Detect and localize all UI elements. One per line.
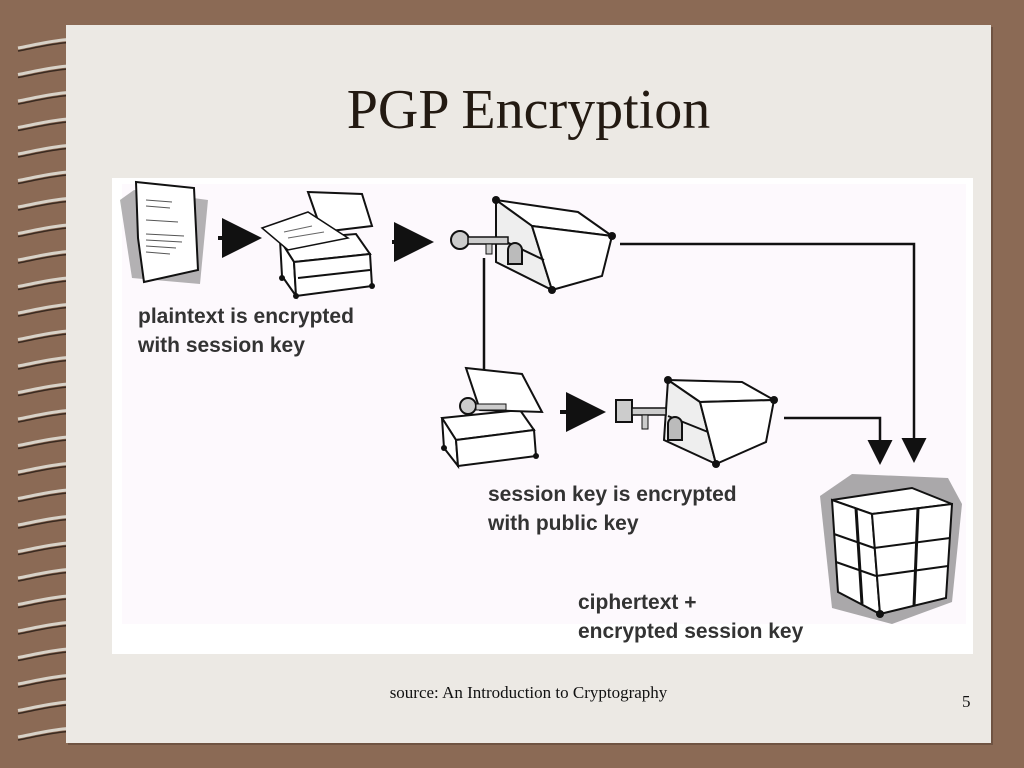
locked-chest-icon — [492, 196, 616, 294]
connector-line — [620, 242, 927, 463]
result-caption: ciphertext + encrypted session key — [578, 588, 803, 646]
step1-caption-line1: plaintext is encrypted — [138, 305, 354, 328]
result-caption-line1: ciphertext + — [578, 591, 697, 614]
public-key-icon — [615, 399, 683, 441]
connector-line — [784, 416, 893, 465]
step2-caption-line2: with public key — [488, 512, 639, 535]
slide-title: PGP Encryption — [346, 79, 711, 141]
locked-chest-icon — [662, 376, 778, 468]
page-number: 5 — [962, 692, 971, 711]
session-key-icon — [450, 230, 523, 265]
ciphertext-bundle-icon — [820, 474, 962, 624]
step1-caption-line2: with session key — [138, 334, 305, 357]
source-citation: source: An Introduction to Cryptography — [389, 683, 668, 702]
diagram-drawing — [120, 180, 962, 624]
step2-caption: session key is encrypted with public key — [488, 480, 737, 538]
pgp-diagram: plaintext is encrypted with session key … — [112, 178, 973, 654]
step1-caption: plaintext is encrypted with session key — [138, 302, 354, 360]
open-chest-icon — [260, 190, 375, 300]
step2-caption-line1: session key is encrypted — [488, 483, 737, 506]
plaintext-document-icon — [120, 180, 208, 284]
open-chest-with-key-icon — [440, 366, 544, 470]
result-caption-line2: encrypted session key — [578, 620, 804, 643]
